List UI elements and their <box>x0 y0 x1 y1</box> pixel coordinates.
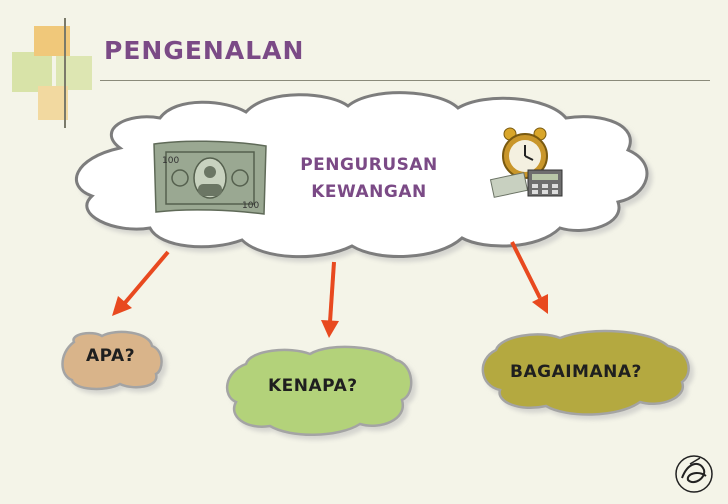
bubble-label-bagaimana: BAGAIMANA? <box>510 362 642 382</box>
bubble-kenapa <box>225 345 413 436</box>
decor-square-1 <box>12 52 52 92</box>
bubble-apa <box>61 330 163 391</box>
center-topic: PENGURUSAN KEWANGAN <box>284 152 454 206</box>
center-topic-line2: KEWANGAN <box>311 182 427 202</box>
bubble-label-apa: APA? <box>86 346 136 366</box>
center-topic-line1: PENGURUSAN <box>300 155 438 175</box>
arrow-left <box>112 250 170 316</box>
clock-calculator-icon <box>486 126 566 204</box>
decor-square-4 <box>38 86 68 120</box>
slide-title: PENGENALAN <box>104 36 305 65</box>
money-icon: 100 100 <box>153 140 267 215</box>
decor-vline <box>64 18 66 128</box>
arrow-middle <box>321 261 339 338</box>
arrow-right <box>510 241 548 314</box>
bubble-bagaimana <box>481 329 690 416</box>
decor-hline <box>100 80 710 81</box>
svg-text:100: 100 <box>162 156 179 166</box>
signature-logo-icon <box>675 455 713 493</box>
decor-square-3 <box>56 56 92 90</box>
bubble-label-kenapa: KENAPA? <box>268 376 358 396</box>
svg-text:100: 100 <box>242 201 259 211</box>
